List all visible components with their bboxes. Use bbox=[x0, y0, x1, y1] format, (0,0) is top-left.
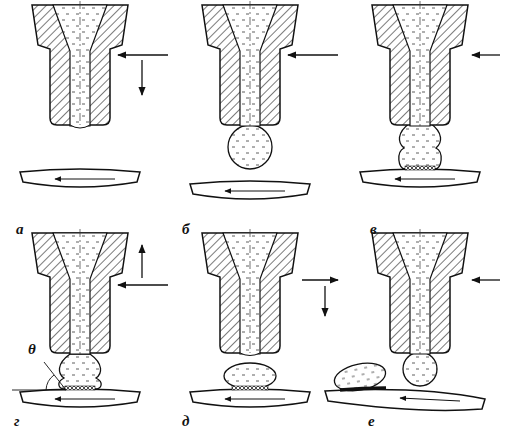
motion-arrow bbox=[395, 179, 455, 180]
panel-letter: в bbox=[370, 222, 377, 237]
drop bbox=[399, 123, 441, 169]
drop bbox=[332, 359, 388, 395]
nozzle bbox=[32, 1, 128, 126]
motion-arrow bbox=[472, 54, 500, 55]
motion-arrow bbox=[288, 54, 338, 55]
motion-arrow bbox=[472, 279, 500, 280]
motion-arrow bbox=[225, 191, 285, 192]
angle-symbol: θ bbox=[28, 342, 36, 357]
motion-arrow bbox=[141, 60, 142, 95]
panel-letter: а bbox=[16, 222, 24, 237]
angle-baseline bbox=[12, 390, 66, 391]
nozzle bbox=[202, 229, 298, 354]
motion-arrow bbox=[55, 399, 115, 400]
nozzle bbox=[372, 229, 468, 354]
substrate bbox=[20, 389, 140, 407]
drop bbox=[224, 363, 276, 389]
motion-arrow bbox=[302, 279, 338, 280]
meniscus bbox=[70, 125, 90, 128]
panel-letter: б bbox=[182, 222, 190, 237]
motion-arrow bbox=[141, 245, 142, 278]
contact-zone bbox=[232, 386, 268, 390]
panel-letter: е bbox=[368, 414, 375, 429]
substrate bbox=[20, 169, 140, 187]
contact-zone bbox=[340, 388, 386, 390]
contact-zone bbox=[405, 166, 435, 170]
drop bbox=[403, 352, 437, 386]
substrate bbox=[360, 169, 480, 187]
angle-arc bbox=[46, 375, 54, 390]
substrate bbox=[190, 389, 310, 407]
drop bbox=[59, 354, 101, 389]
panel-letter: д bbox=[182, 414, 189, 429]
motion-arrow bbox=[118, 284, 168, 285]
motion-arrow bbox=[324, 286, 325, 316]
motion-arrow bbox=[400, 398, 460, 401]
meniscus bbox=[240, 353, 260, 356]
nozzle bbox=[202, 1, 298, 126]
substrate bbox=[325, 390, 485, 411]
motion-arrow bbox=[225, 399, 285, 400]
motion-arrow bbox=[118, 54, 168, 55]
drop bbox=[228, 125, 272, 169]
contact-zone bbox=[65, 386, 95, 390]
tangent-line bbox=[44, 362, 66, 390]
panel-letter: г bbox=[14, 414, 20, 429]
nozzle bbox=[372, 1, 468, 126]
nozzle bbox=[32, 229, 128, 354]
substrate bbox=[190, 181, 310, 199]
motion-arrow bbox=[55, 179, 115, 180]
